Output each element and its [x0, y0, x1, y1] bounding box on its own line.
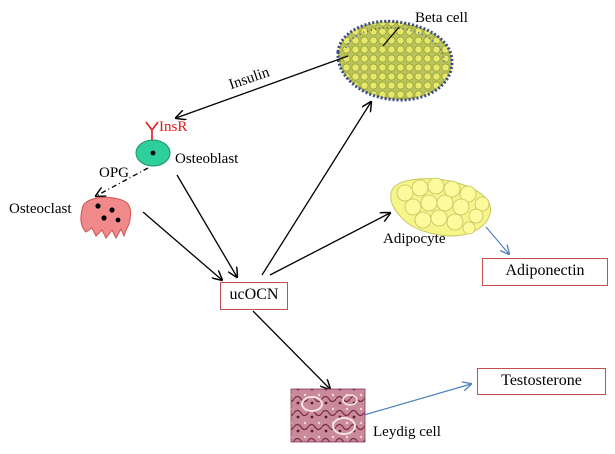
testosterone-box: Testosterone — [477, 368, 606, 395]
leydig-to-testosterone-arrow — [363, 384, 471, 416]
adipocyte-label: Adipocyte — [383, 231, 446, 247]
osteoblast-icon — [135, 139, 171, 167]
beta-cell-pointer — [382, 26, 400, 47]
leydig-cell-label: Leydig cell — [373, 424, 441, 440]
beta-cell-icon — [336, 19, 454, 102]
opg-label: OPG — [99, 165, 130, 181]
ucocn-to-beta-cell-arrow — [261, 102, 371, 276]
adipocyte-to-adiponectin-arrow — [485, 226, 509, 254]
osteoclast-label: Osteoclast — [9, 201, 72, 217]
leydig-cell-icon — [290, 388, 366, 443]
ucocn-to-adipocyte-arrow — [269, 213, 390, 276]
ucocn-to-leydig-arrow — [252, 310, 330, 389]
adiponectin-box: Adiponectin — [482, 258, 608, 286]
insr-label: InsR — [159, 119, 188, 135]
osteoblast-label: Osteoblast — [175, 151, 239, 167]
adipocyte-icon — [390, 177, 492, 237]
ucocn-box: ucOCN — [220, 282, 288, 310]
osteoclast-icon — [80, 196, 132, 240]
beta-cell-label: Beta cell — [415, 10, 468, 26]
insulin-arrow — [176, 55, 349, 118]
osteoblast-to-ucocn-arrow — [176, 174, 237, 277]
osteoclast-to-ucocn-arrow — [142, 211, 222, 280]
opg-arrow — [96, 167, 149, 196]
insulin-receptor-icon — [145, 121, 159, 140]
